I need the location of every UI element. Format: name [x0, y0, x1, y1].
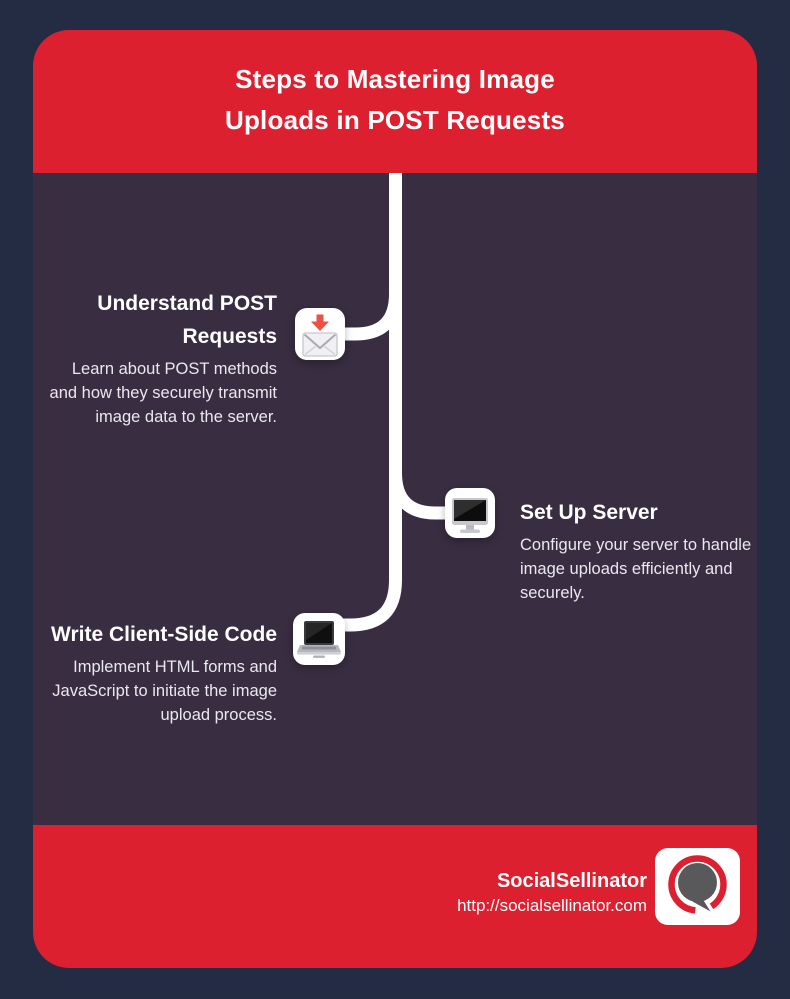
step-3-icon-tile [293, 613, 345, 665]
page-title: Steps to Mastering Image Uploads in POST… [33, 30, 757, 141]
step-1-heading: Understand POST Requests [37, 287, 277, 353]
socialsellinator-logo-icon [668, 855, 727, 914]
step-3-heading-line-1: Write Client-Side Code [51, 623, 277, 646]
step-2-description: Configure your server to handle image up… [520, 536, 752, 602]
header-band: Steps to Mastering Image Uploads in POST… [33, 30, 757, 173]
step-2-heading-line-1: Set Up Server [520, 501, 658, 524]
desktop-computer-icon [452, 498, 488, 533]
step-3-heading: Write Client-Side Code [37, 618, 277, 651]
brand-url: http://socialsellinator.com [457, 896, 647, 915]
step-2-icon-tile [445, 488, 495, 538]
title-line-1: Steps to Mastering Image [235, 64, 555, 94]
step-3: Write Client-Side Code Implement HTML fo… [37, 618, 277, 727]
step-3-description: Implement HTML forms and JavaScript to i… [52, 658, 277, 724]
mail-download-icon [302, 314, 338, 357]
step-2: Set Up Server Configure your server to h… [520, 496, 770, 605]
step-1-description: Learn about POST methods and how they se… [49, 360, 277, 426]
step-1-heading-line-2: Requests [182, 325, 277, 348]
laptop-icon [297, 621, 341, 658]
step-2-heading: Set Up Server [520, 496, 770, 529]
step-1-heading-line-1: Understand POST [97, 292, 277, 315]
footer-brand-block: SocialSellinator http://socialsellinator… [457, 868, 647, 918]
step-1: Understand POST Requests Learn about POS… [37, 287, 277, 429]
brand-logo-tile [655, 848, 740, 925]
brand-name: SocialSellinator [496, 870, 647, 892]
title-line-2: Uploads in POST Requests [225, 105, 565, 135]
footer-band [33, 825, 757, 968]
step-1-icon-tile [295, 308, 345, 360]
